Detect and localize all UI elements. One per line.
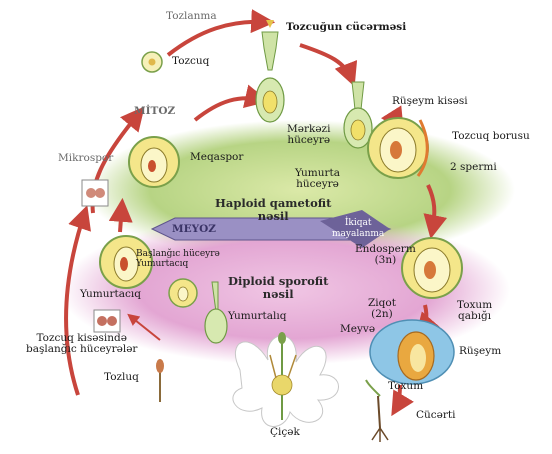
- label-yumurtaliq: Yumurtalıq: [228, 311, 286, 322]
- seedling: [366, 380, 388, 442]
- label-ruseym-kisesi: Rüşeym kisəsi: [392, 96, 468, 107]
- megaspore-ovule: [129, 137, 179, 187]
- stamen: [156, 359, 164, 402]
- label-diploid: Diploid sporofit nəsil: [228, 275, 328, 301]
- label-meqaspor: Meqaspor: [190, 152, 243, 163]
- label-cicek: Çiçək: [270, 427, 300, 438]
- label-2-spermi: 2 spermi: [450, 162, 497, 173]
- label-haploid: Haploid qametofit nəsil: [215, 197, 331, 223]
- label-yumurtaciq: Yumurtacıq: [80, 289, 141, 300]
- label-cucerti: Cücərti: [416, 410, 456, 421]
- label-ikiqat-mayalanma: İkiqat mayalanma: [332, 218, 384, 240]
- label-tozlanma: Tozlanma: [166, 11, 217, 22]
- label-tozcugun-cucermesi: Tozcuğun cücərməsi: [286, 22, 406, 33]
- label-band-meyoz: MEYOZ: [172, 224, 216, 235]
- arrow-pollination: [168, 22, 268, 55]
- arrow-mitosis: [195, 98, 262, 120]
- anther-box: [94, 310, 120, 332]
- label-ziqot: Ziqot (2n): [368, 298, 396, 320]
- label-yumurtaciq-small: Yumurtacıq: [136, 259, 188, 270]
- pistil-germination: [256, 20, 284, 122]
- label-mikrospor: Mikrospor: [58, 153, 113, 164]
- label-toxum-qabigi: Toxum qabığı: [457, 300, 492, 322]
- label-tozcuq-kisesinde: Tozcuq kisəsində başlanğıc hüceyrələr: [26, 333, 137, 355]
- pollen-grain: [142, 52, 162, 72]
- label-endosperm: Endosperm (3n): [355, 244, 416, 266]
- label-yumurta-hüceyre: Yumurta hüceyrə: [295, 168, 340, 190]
- label-tozcuq: Tozcuq: [172, 56, 209, 67]
- label-mitoz-top: MİTOZ: [134, 106, 175, 117]
- seed-fruit: [370, 320, 454, 384]
- pistil-tube-growing: [344, 82, 372, 148]
- label-tozluq: Tozluq: [104, 372, 139, 383]
- label-ruseym: Rüşeym: [459, 346, 501, 357]
- microspore-box: [82, 180, 108, 206]
- small-ovule: [169, 279, 197, 307]
- label-meyve: Meyvə: [340, 324, 375, 335]
- arrow-germination: [300, 45, 352, 80]
- label-toxum: Toxum: [388, 381, 423, 392]
- embryo-sac: [368, 118, 428, 178]
- label-tozcuq-borusu: Tozcuq borusu: [452, 131, 530, 142]
- label-merkezi-hüceyre: Mərkəzi hüceyrə: [287, 124, 330, 146]
- arrow-meqaspor-up: [120, 205, 122, 232]
